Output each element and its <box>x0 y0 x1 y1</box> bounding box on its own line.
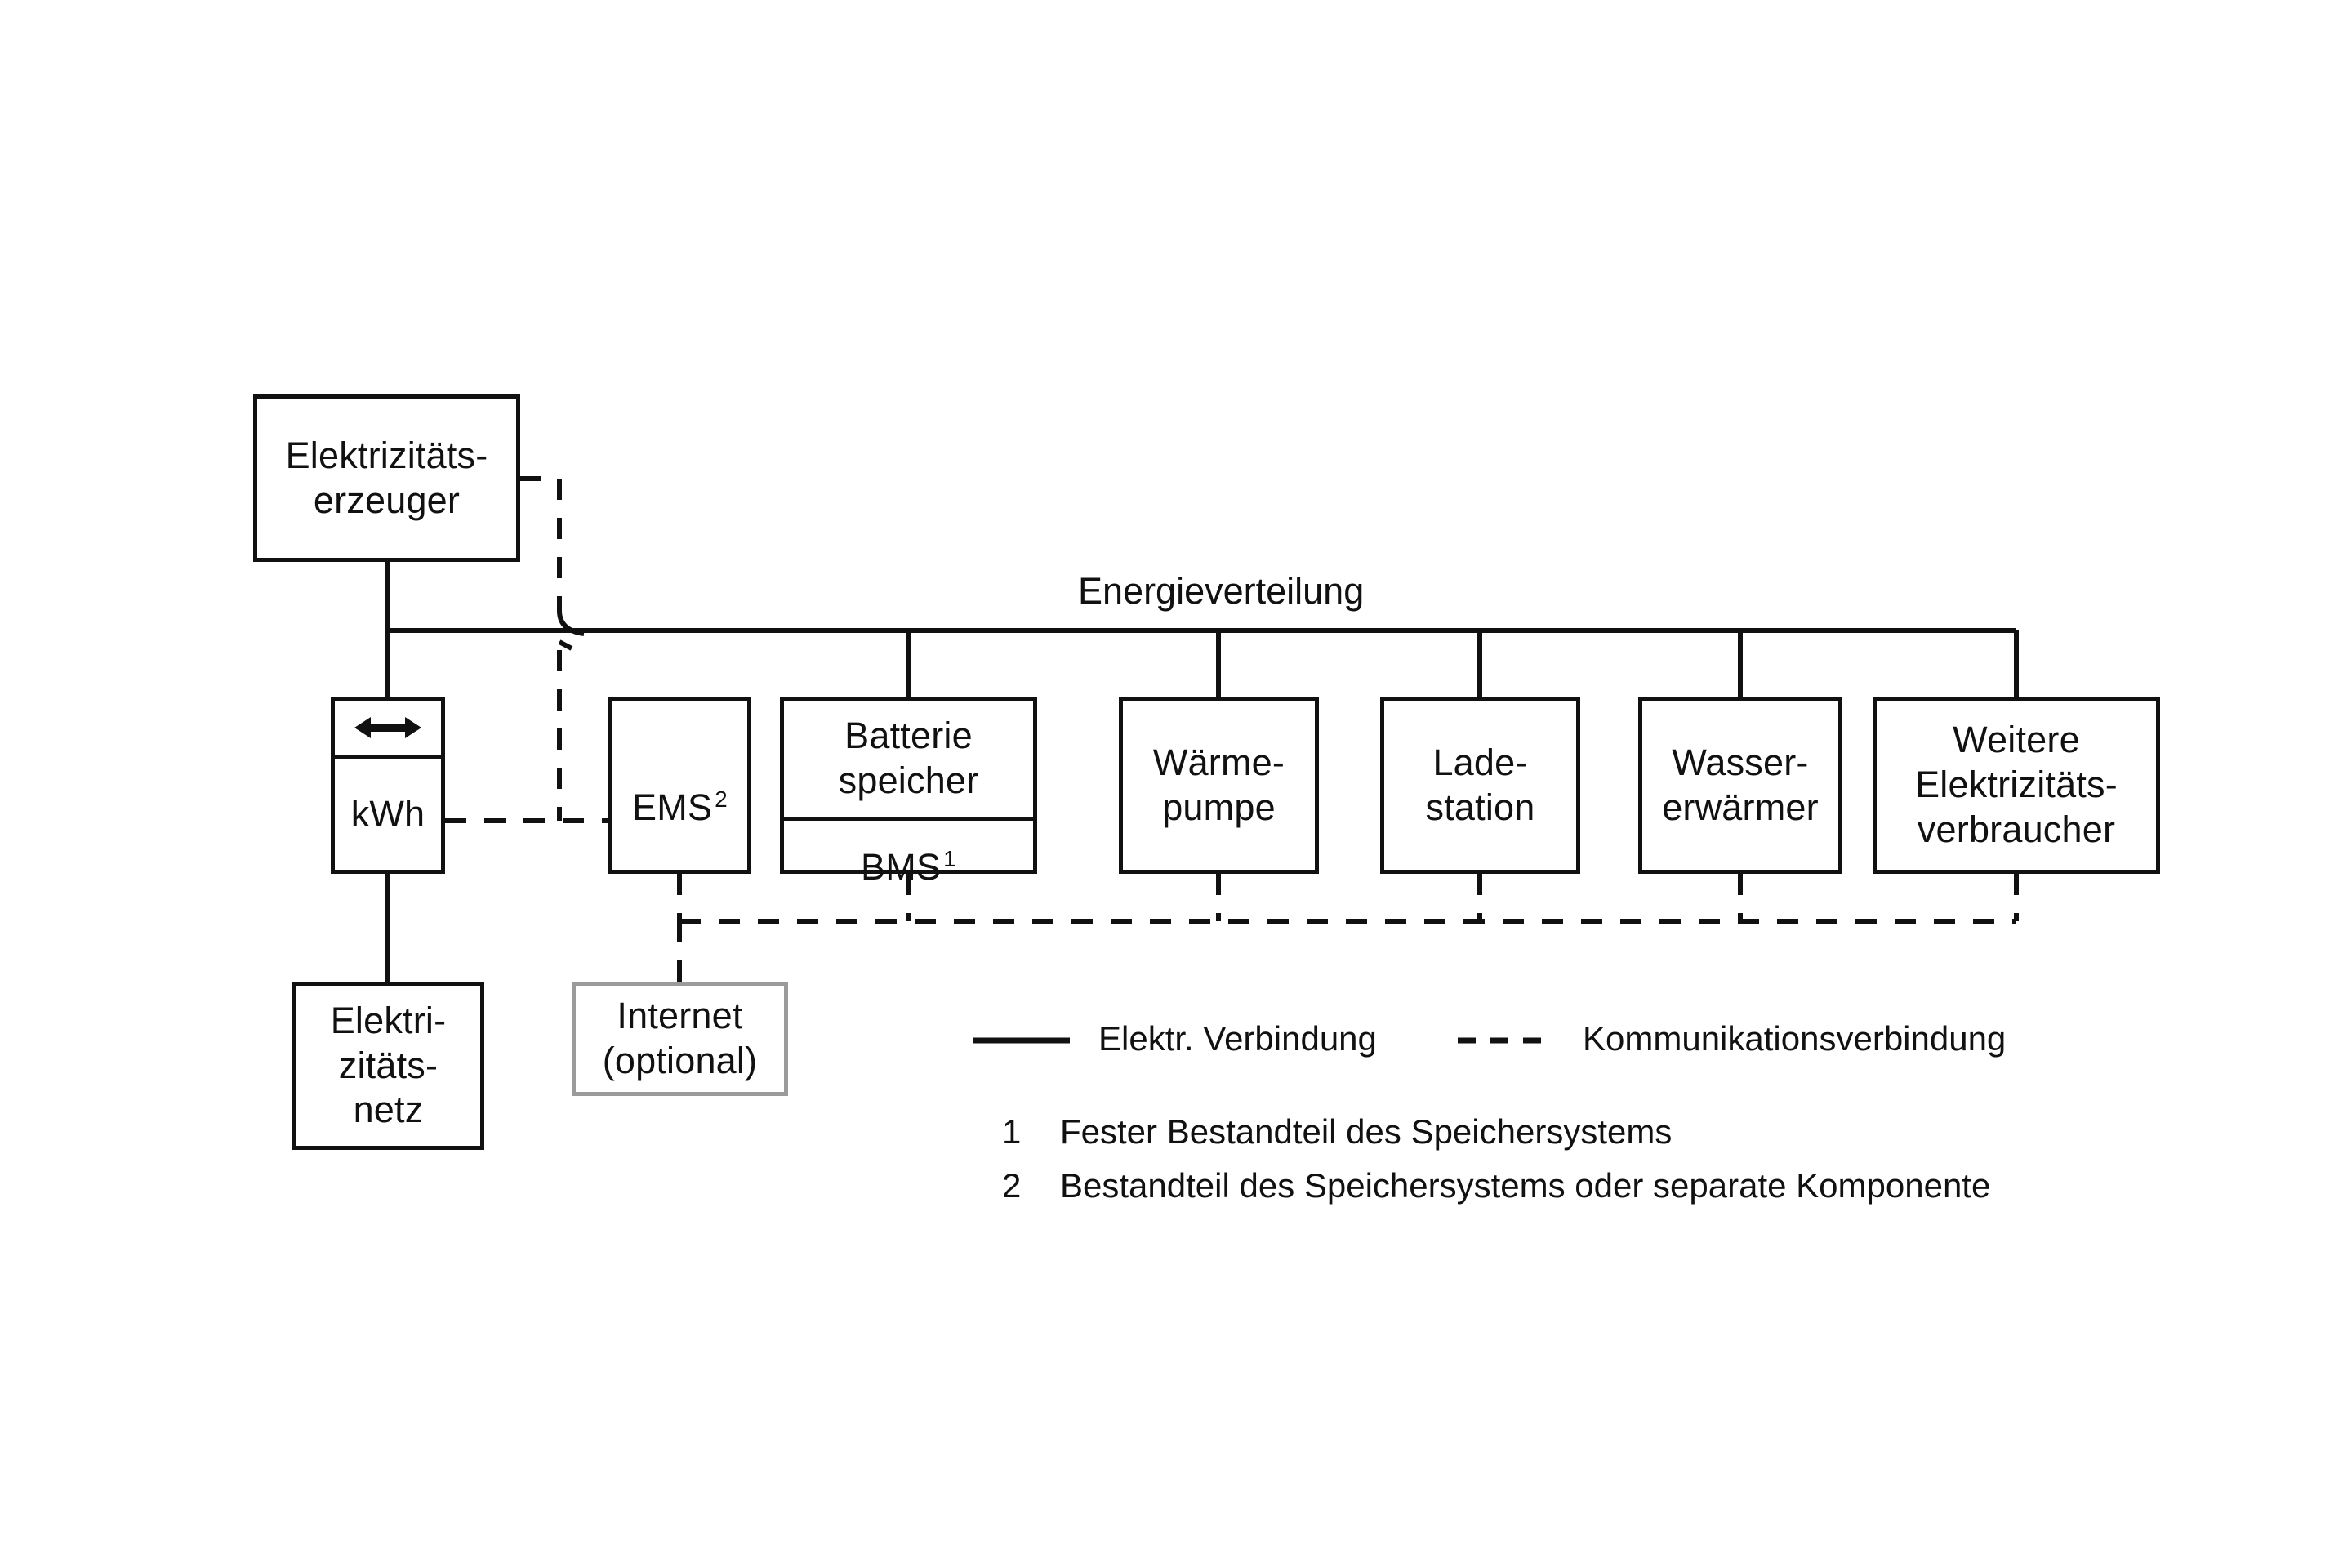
battery-main-cell: Batterie speicher <box>784 701 1033 817</box>
meter-arrow-cell <box>335 701 441 755</box>
node-charger[interactable]: Lade- station <box>1380 697 1580 874</box>
line-hop-tick <box>558 639 573 651</box>
legend-electrical-label: Elektr. Verbindung <box>1098 1019 1377 1058</box>
footnote-1-number: 1 <box>1002 1112 1022 1151</box>
footnote-1-text: Fester Bestandteil des Speichersystems <box>1060 1112 1673 1151</box>
node-bms-footnote-marker: 1 <box>943 846 956 871</box>
node-ems-footnote-marker: 2 <box>715 786 728 812</box>
node-charger-label: Lade- station <box>1425 741 1535 828</box>
footnote-2-number: 2 <box>1002 1166 1022 1205</box>
node-grid[interactable]: Elektri- zitäts- netz <box>292 982 484 1150</box>
node-meter[interactable]: kWh <box>331 697 445 874</box>
node-generator-label: Elektrizitäts- erzeuger <box>285 434 488 521</box>
meter-divider <box>335 755 441 759</box>
node-grid-label: Elektri- zitäts- netz <box>330 999 447 1131</box>
node-waterheater-label: Wasser- erwärmer <box>1662 741 1819 828</box>
node-battery-label: Batterie speicher <box>838 715 979 801</box>
node-heatpump-label: Wärme- pumpe <box>1152 741 1285 828</box>
line-hop-arc <box>557 610 585 636</box>
node-internet-label: Internet (optional) <box>602 995 758 1081</box>
node-otherloads[interactable]: Weitere Elektrizitäts- verbraucher <box>1873 697 2160 874</box>
legend-communication-label: Kommunikationsverbindung <box>1583 1019 2007 1058</box>
node-otherloads-label: Weitere Elektrizitäts- verbraucher <box>1915 719 2118 850</box>
node-bms-text: BMS <box>861 846 942 888</box>
node-generator[interactable]: Elektrizitäts- erzeuger <box>253 394 520 562</box>
node-heatpump[interactable]: Wärme- pumpe <box>1119 697 1319 874</box>
footnote-2-text: Bestandteil des Speichersystems oder sep… <box>1060 1166 1991 1205</box>
energy-distribution-label: Energieverteilung <box>1078 570 1365 612</box>
communication-connections <box>445 476 2019 982</box>
node-meter-label: kWh <box>350 792 425 835</box>
node-internet[interactable]: Internet (optional) <box>572 982 788 1096</box>
meter-value-cell: kWh <box>335 759 441 870</box>
battery-divider <box>784 817 1033 821</box>
bidirectional-arrow-icon <box>354 717 421 738</box>
node-ems-text: EMS <box>632 786 713 828</box>
node-waterheater[interactable]: Wasser- erwärmer <box>1638 697 1842 874</box>
electrical-connections <box>385 562 2019 982</box>
